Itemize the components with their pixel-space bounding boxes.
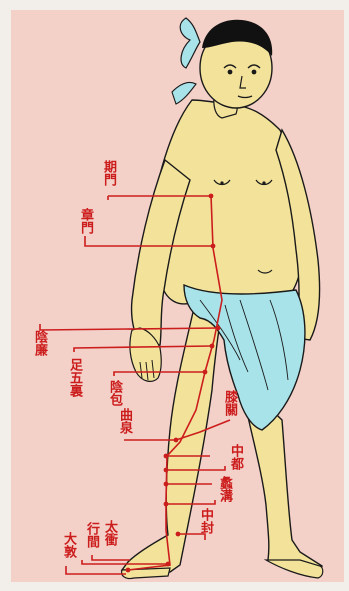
label-taichong: 太衝 [102,520,116,546]
label-dadun: 大敦 [61,532,75,558]
acupoint-dot [164,502,169,507]
acupoint-dot [211,244,216,249]
xingjian-line [92,555,130,560]
acupoint-dot [216,326,221,331]
acupoint-dot [164,482,169,487]
label-zhongfeng: 中封 [198,508,212,534]
label-ligou: 蠡溝 [217,476,231,502]
acupoint-dot [166,562,171,567]
label-xiguan: 膝關 [222,390,236,416]
acupoint-dot [126,568,131,573]
acupoint-dot [209,194,214,199]
label-zuwuli: 足五裏 [67,358,81,397]
acupoint-dot [210,344,215,349]
label-zhongdu: 中都 [228,444,242,470]
acupoint-dot [174,438,179,443]
acupoint-dot [164,468,169,473]
dadun-line [66,566,126,574]
label-zhangmen: 章門 [78,208,92,234]
label-qimen: 期門 [101,160,115,186]
acupoint-dot [176,532,181,537]
acupoint-dot [164,454,169,459]
hair-ribbon [180,18,200,68]
label-ququan: 曲泉 [117,408,131,434]
label-yinlian: 陰廉 [32,330,46,356]
acupoint-dot [203,370,208,375]
label-yinbao: 陰包 [107,380,121,406]
label-xingjian: 行間 [84,522,98,548]
